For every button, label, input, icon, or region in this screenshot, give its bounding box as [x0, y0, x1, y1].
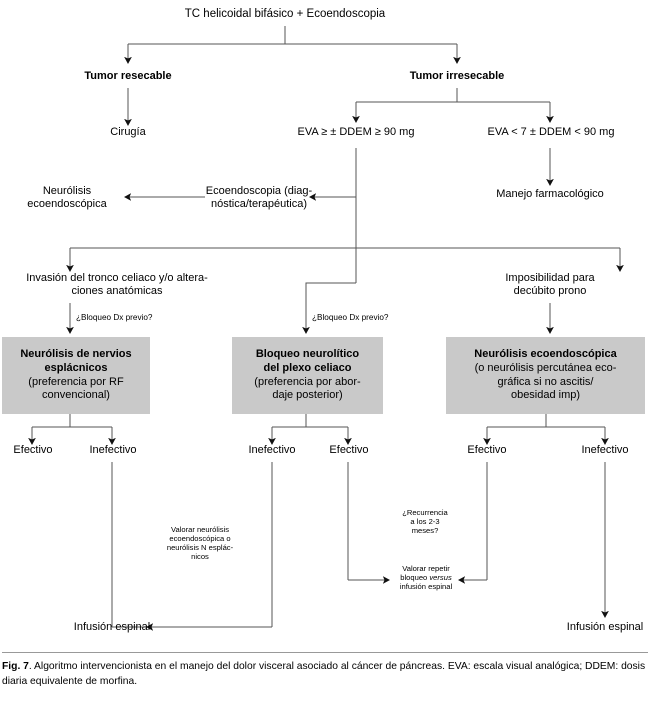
- note-consider-neurolysis: Valorar neurólisis ecoendoscópica o neur…: [146, 525, 254, 562]
- node-tumor-resectable: Tumor resecable: [48, 70, 208, 83]
- node-celiac-invasion: Invasión del tronco celiaco y/o altera- …: [2, 272, 232, 298]
- node-tumor-irresectable: Tumor irresecable: [377, 70, 537, 83]
- node-celiac-invasion-line2: ciones anatómicas: [71, 284, 163, 297]
- node-echoendoscopy-line1: Ecoendoscopia (diag-: [205, 185, 313, 197]
- box-celiac-sub2: daje posterior): [272, 389, 343, 402]
- node-celiac-invasion-line1: Invasión del tronco celiaco y/o altera-: [26, 272, 208, 284]
- note-recurrence-line3: meses?: [411, 525, 439, 535]
- node-prone-impossible-line2: decúbito prono: [513, 284, 587, 297]
- box-echo-neurolysis[interactable]: Neurólisis ecoendoscópica (o neurólisis …: [446, 337, 645, 414]
- node-tumor-resectable-label: Tumor resecable: [84, 70, 172, 82]
- node-echoendoscopy-diagnostic: Ecoendoscopia (diag- nóstica/terapéutica…: [204, 185, 314, 211]
- note-consider-neurolysis-line1: Valorar neurólisis: [170, 525, 230, 534]
- box-splanchnic-head1: Neurólisis de nervios: [20, 348, 132, 360]
- outcome-2-label: Inefectivo: [89, 444, 137, 456]
- box-echo-sub3: obesidad imp): [510, 389, 581, 402]
- box-celiac-plexus-block[interactable]: Bloqueo neurolítico del plexo celiaco (p…: [232, 337, 383, 414]
- node-echo-neurolysis: Neurólisis ecoendoscópica: [8, 185, 126, 211]
- terminal-spinal-infusion-left: Infusión espinal: [52, 621, 172, 634]
- outcome-4-effective: Efectivo: [316, 444, 382, 457]
- note-repeat-block-line2: bloqueo versus: [388, 572, 464, 583]
- box-splanchnic-head2: esplácnicos: [44, 361, 108, 374]
- node-prone-impossible-line1: Imposibilidad para: [505, 272, 595, 284]
- note-recurrence-line2: a los 2-3: [410, 516, 440, 526]
- note-repeat-block-line2-versus: versus: [429, 572, 452, 582]
- outcome-3-ineffective: Inefectivo: [234, 444, 310, 457]
- box-celiac-head2: del plexo celiaco: [263, 361, 352, 374]
- outcome-5-label: Efectivo: [467, 444, 507, 456]
- node-surgery-label: Cirugía: [110, 126, 146, 138]
- node-echo-neurolysis-line1: Neurólisis: [42, 185, 92, 197]
- node-pharmacologic-management-label: Manejo farmacológico: [496, 188, 604, 200]
- box-celiac-sub1: (preferencia por abor-: [254, 375, 361, 388]
- node-eva-high: EVA ≥ ± DDEM ≥ 90 mg: [268, 126, 444, 139]
- box-splanchnic-sub1: (preferencia por RF: [28, 375, 124, 388]
- node-root-label: TC helicoidal bifásico + Ecoendoscopia: [184, 8, 386, 20]
- node-echo-neurolysis-line2: ecoendoscópica: [27, 197, 107, 210]
- box-echo-sub2: gráfica si no ascitis/: [497, 375, 594, 388]
- node-pharmacologic-management: Manejo farmacológico: [460, 188, 640, 201]
- node-eva-low-label: EVA < 7 ± DDEM < 90 mg: [487, 126, 615, 138]
- box-splanchnic-sub2: convencional): [42, 389, 110, 402]
- note-consider-neurolysis-line2: ecoendoscópica o: [169, 533, 231, 543]
- note-recurrence-line1: ¿Recurrencia: [402, 508, 448, 517]
- note-repeat-block-line2-pre: bloqueo: [400, 572, 430, 582]
- node-eva-high-label: EVA ≥ ± DDEM ≥ 90 mg: [297, 126, 415, 138]
- note-recurrence-question: ¿Recurrencia a los 2-3 meses?: [386, 508, 464, 536]
- note-repeat-block: Valorar repetir bloqueo versus infusión …: [388, 564, 464, 592]
- node-root: TC helicoidal bifásico + Ecoendoscopia: [150, 8, 420, 22]
- outcome-4-label: Efectivo: [329, 444, 369, 456]
- outcome-1-label: Efectivo: [13, 444, 53, 456]
- terminal-spinal-infusion-left-label: Infusión espinal: [73, 621, 151, 633]
- caption-divider: [2, 652, 648, 653]
- outcome-6-label: Inefectivo: [581, 444, 629, 456]
- box-echo-sub1: (o neurólisis percutánea eco-: [474, 361, 617, 374]
- box-splanchnic-neurolysis[interactable]: Neurólisis de nervios esplácnicos (prefe…: [2, 337, 150, 414]
- note-consider-neurolysis-line4: nicos: [191, 551, 209, 561]
- note-consider-neurolysis-line3: neurólisis N esplác-: [166, 542, 234, 552]
- note-repeat-block-line1: Valorar repetir: [402, 564, 450, 573]
- node-prone-impossible: Imposibilidad para decúbito prono: [470, 272, 630, 298]
- figure-caption-text: . Algoritmo intervencionista en el manej…: [2, 661, 646, 687]
- outcome-6-ineffective: Inefectivo: [567, 444, 643, 457]
- terminal-spinal-infusion-right-label: Infusión espinal: [566, 621, 644, 633]
- label-previous-block-q1: ¿Bloqueo Dx previo?: [76, 313, 196, 323]
- outcome-2-ineffective: Inefectivo: [75, 444, 151, 457]
- label-previous-block-q2: ¿Bloqueo Dx previo?: [312, 313, 432, 323]
- figure-caption: Fig. 7. Algoritmo intervencionista en el…: [2, 660, 648, 690]
- node-surgery: Cirugía: [68, 126, 188, 139]
- figure-number: Fig. 7: [2, 661, 29, 672]
- node-tumor-irresectable-label: Tumor irresecable: [409, 70, 505, 82]
- label-previous-block-q1-text: ¿Bloqueo Dx previo?: [76, 313, 153, 322]
- outcome-1-effective: Efectivo: [0, 444, 66, 457]
- box-celiac-head1: Bloqueo neurolítico: [255, 348, 360, 360]
- outcome-3-label: Inefectivo: [248, 444, 296, 456]
- note-repeat-block-line3: infusión espinal: [399, 581, 453, 591]
- box-echo-head1: Neurólisis ecoendoscópica: [474, 348, 617, 360]
- label-previous-block-q2-text: ¿Bloqueo Dx previo?: [312, 313, 389, 322]
- node-echoendoscopy-line2: nóstica/terapéutica): [211, 197, 307, 210]
- outcome-5-effective: Efectivo: [454, 444, 520, 457]
- node-eva-low: EVA < 7 ± DDEM < 90 mg: [462, 126, 640, 139]
- terminal-spinal-infusion-right: Infusión espinal: [545, 621, 650, 634]
